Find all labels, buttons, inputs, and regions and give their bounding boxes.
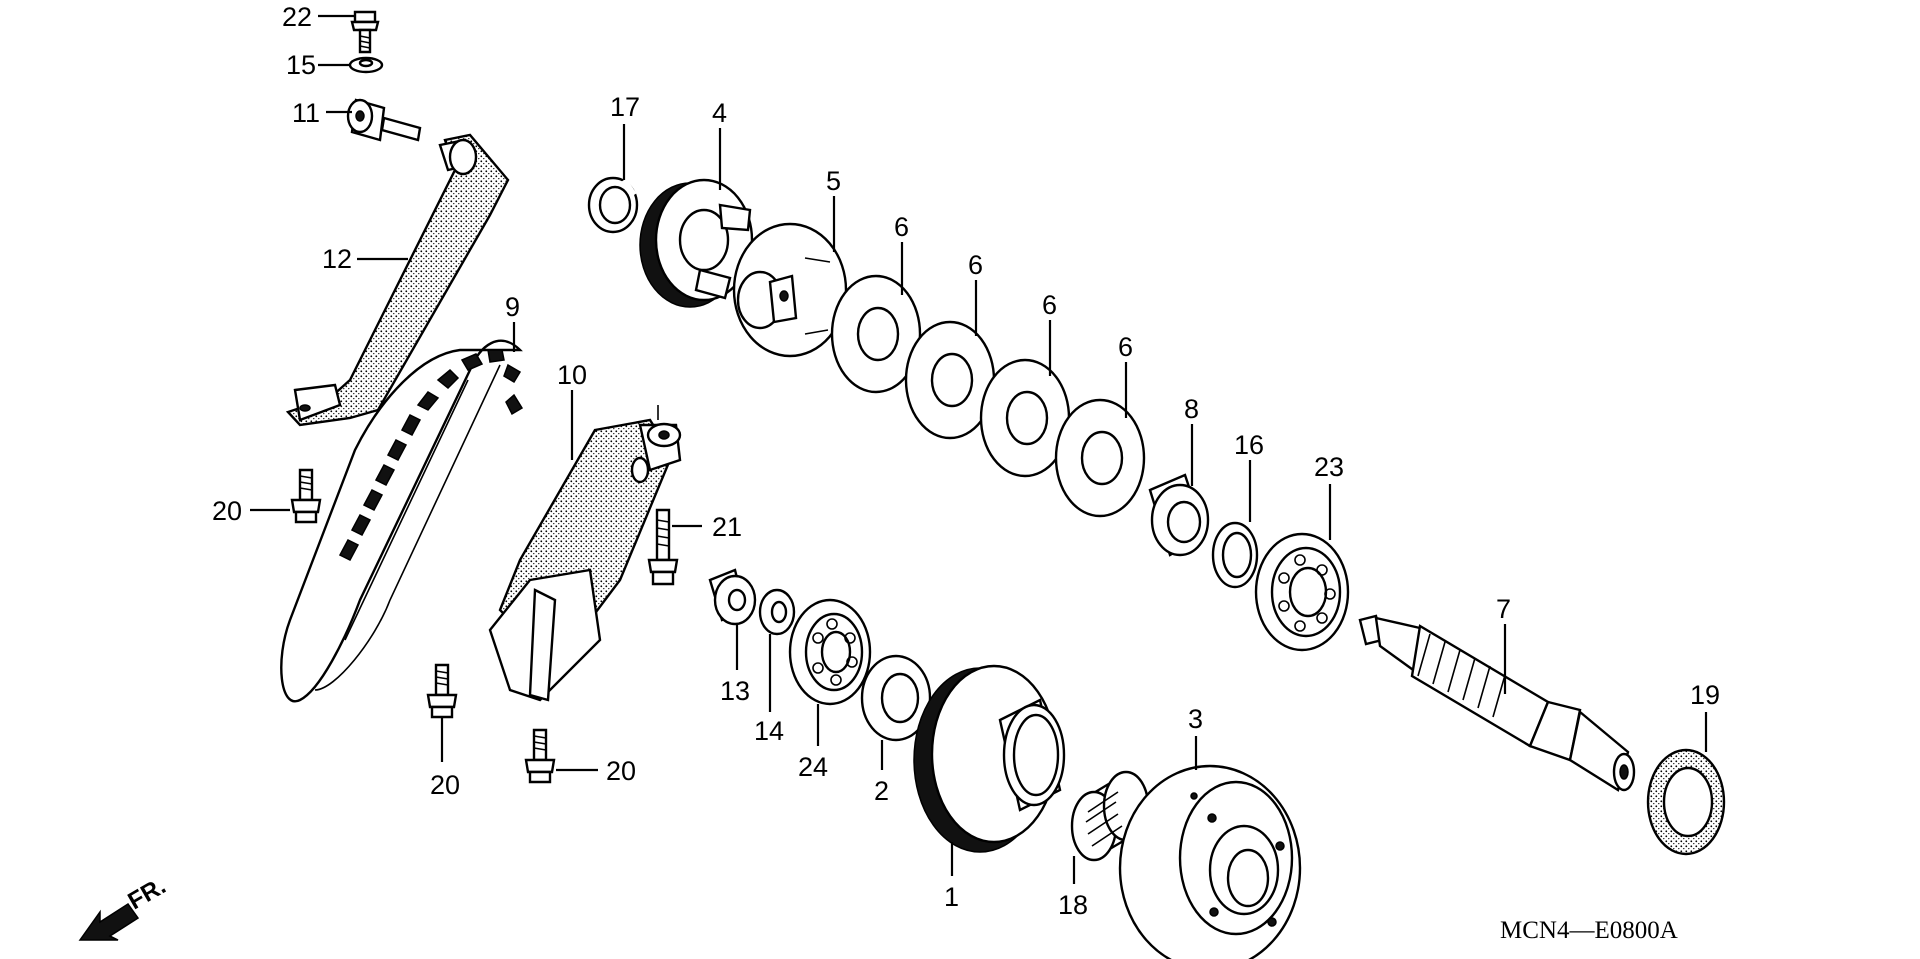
washer-6d (1054, 398, 1146, 518)
ring-16 (1211, 521, 1259, 589)
collar-2 (860, 654, 932, 742)
callout-labels: 22 15 11 12 9 10 20 21 20 20 17 4 5 6 6 … (212, 2, 1720, 920)
callout-15: 15 (286, 50, 316, 80)
diagram-code: MCN4—E0800A (1500, 917, 1678, 944)
callout-11: 11 (292, 98, 320, 128)
callout-19: 19 (1690, 680, 1720, 710)
callout-6a: 6 (894, 212, 909, 242)
diagram-code-text: MCN4—E0800A (1500, 917, 1678, 944)
gear-4 (639, 178, 754, 308)
callout-22: 22 (282, 2, 312, 32)
callout-18: 18 (1058, 890, 1088, 920)
tensioner-10 (488, 405, 682, 702)
pin-11 (346, 98, 422, 142)
callout-14: 14 (754, 716, 784, 746)
callout-13: 13 (720, 676, 750, 706)
callout-4: 4 (712, 98, 727, 128)
washer-6c (979, 358, 1071, 478)
hub-5 (732, 222, 848, 358)
callout-17: 17 (610, 92, 640, 122)
collar-8 (1148, 473, 1210, 557)
callout-8: 8 (1184, 394, 1199, 424)
callout-9: 9 (505, 292, 520, 322)
callout-6b: 6 (968, 250, 983, 280)
collar-13 (708, 568, 757, 626)
bolt-20-middle (426, 663, 458, 719)
callout-1: 1 (944, 882, 959, 912)
callout-3: 3 (1188, 704, 1203, 734)
bearing-24 (788, 598, 872, 706)
callout-6d: 6 (1118, 332, 1133, 362)
circlip-17 (587, 176, 639, 234)
bearing-23 (1254, 532, 1350, 652)
callout-20-left: 20 (212, 496, 242, 526)
callout-5: 5 (826, 166, 841, 196)
leader-lines (250, 14, 1708, 884)
bolt-21 (647, 508, 679, 586)
cam-chain-9 (280, 339, 524, 703)
washer-14 (758, 588, 796, 636)
callout-10: 10 (557, 360, 587, 390)
callout-21: 21 (712, 512, 742, 542)
washer-15 (348, 56, 384, 74)
callout-16: 16 (1234, 430, 1264, 460)
callout-24: 24 (798, 752, 828, 782)
gear-1 (913, 664, 1066, 853)
seal-19 (1646, 748, 1726, 856)
callout-23: 23 (1314, 452, 1344, 482)
callout-20-right: 20 (606, 756, 636, 786)
bolt-20-left (290, 468, 322, 524)
bracket-12 (285, 133, 510, 427)
front-arrow-icon (78, 902, 140, 941)
callout-2: 2 (874, 776, 889, 806)
front-direction-marker: FR. (78, 872, 170, 941)
callout-12: 12 (322, 244, 352, 274)
bolt-22 (350, 10, 380, 54)
shaft-7 (1358, 614, 1636, 792)
callout-20-middle: 20 (430, 770, 460, 800)
callout-7: 7 (1496, 594, 1511, 624)
bolt-20-right (524, 728, 556, 784)
callout-6c: 6 (1042, 290, 1057, 320)
washer-6a (830, 274, 922, 394)
clutch-housing-3 (1118, 764, 1302, 959)
